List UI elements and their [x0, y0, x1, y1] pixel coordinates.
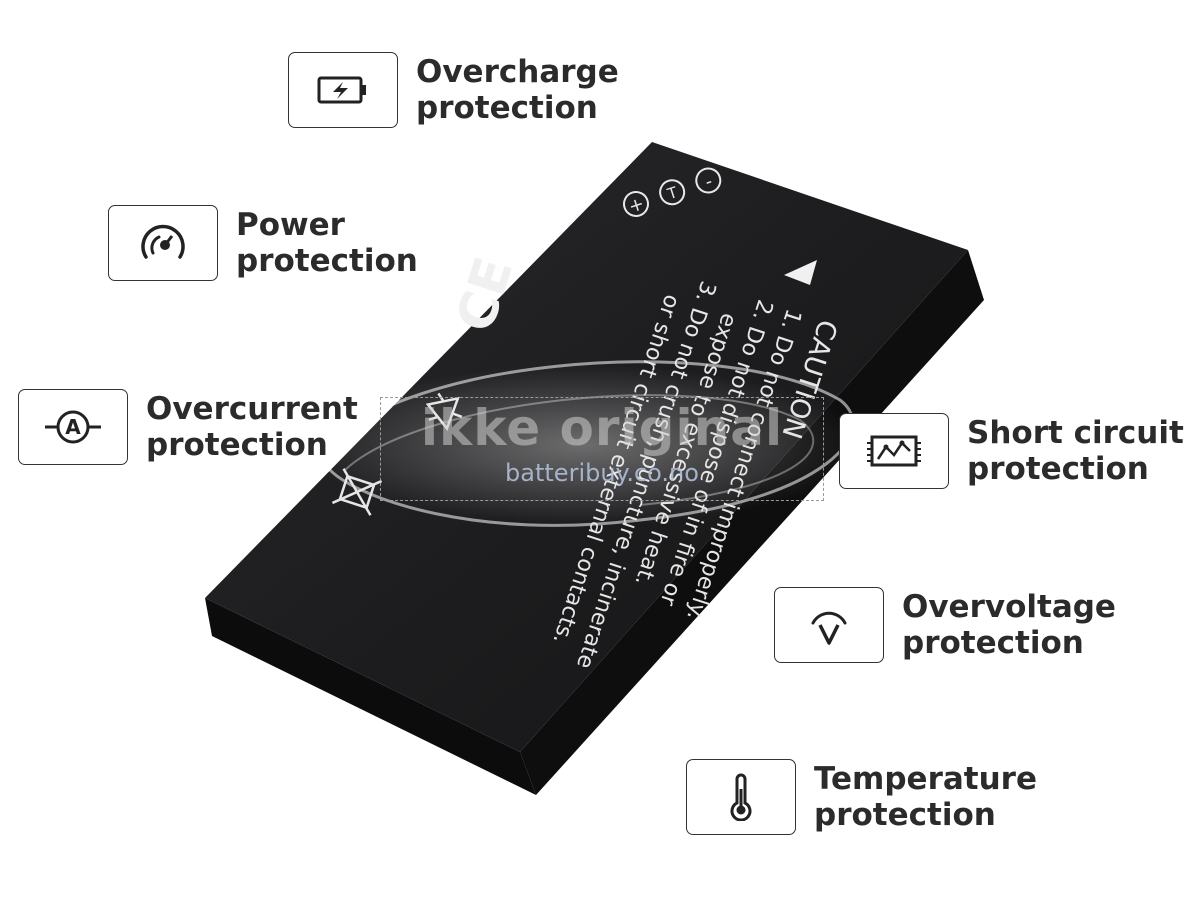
- temperature-subtitle: protection: [814, 797, 996, 833]
- voltmeter-icon: [811, 611, 847, 645]
- power-subtitle: protection: [236, 243, 418, 279]
- overcurrent-subtitle: protection: [146, 427, 328, 463]
- overcharge-title: Overcharge: [416, 54, 619, 90]
- feature-temperature: Temperature protection: [686, 759, 1037, 835]
- power-title: Power: [236, 207, 345, 243]
- short-circuit-title: Short circuit: [967, 415, 1184, 451]
- battery-charge-icon: [317, 76, 366, 104]
- watermark: ikke original batteribuy.co.no: [380, 397, 824, 501]
- overcurrent-title: Overcurrent: [146, 391, 358, 427]
- feature-overcharge: Overcharge protection: [288, 52, 619, 128]
- temperature-title: Temperature: [814, 761, 1037, 797]
- feature-overvoltage: Overvoltage protection: [774, 587, 1116, 663]
- crossed-bin-icon: [331, 468, 383, 516]
- watermark-brand: ikke original: [420, 399, 784, 457]
- feature-short-circuit: Short circuit protection: [839, 413, 1184, 489]
- ammeter-icon: A: [45, 410, 101, 444]
- overvoltage-title: Overvoltage: [902, 589, 1116, 625]
- overvoltage-icon-box: [774, 587, 884, 663]
- power-icon-box: [108, 205, 218, 281]
- battery-side-edge: [205, 598, 536, 795]
- power-gauge-icon: [141, 224, 185, 259]
- overcurrent-icon-box: A: [18, 389, 128, 465]
- thermometer-icon: [730, 773, 752, 821]
- svg-text:A: A: [65, 415, 81, 439]
- feature-power: Power protection: [108, 205, 418, 281]
- watermark-site: batteribuy.co.no: [505, 459, 699, 487]
- battery-right-edge: [520, 250, 984, 795]
- overvoltage-subtitle: protection: [902, 625, 1084, 661]
- temperature-icon-box: [686, 759, 796, 835]
- overcharge-icon-box: [288, 52, 398, 128]
- terminal-plus: +: [626, 193, 647, 218]
- triangle-mark: [784, 260, 817, 285]
- circuit-board-icon: [867, 435, 921, 467]
- feature-overcurrent: A Overcurrent protection: [18, 389, 358, 465]
- overcharge-subtitle: protection: [416, 90, 598, 126]
- short-circuit-subtitle: protection: [967, 451, 1149, 487]
- short-circuit-icon-box: [839, 413, 949, 489]
